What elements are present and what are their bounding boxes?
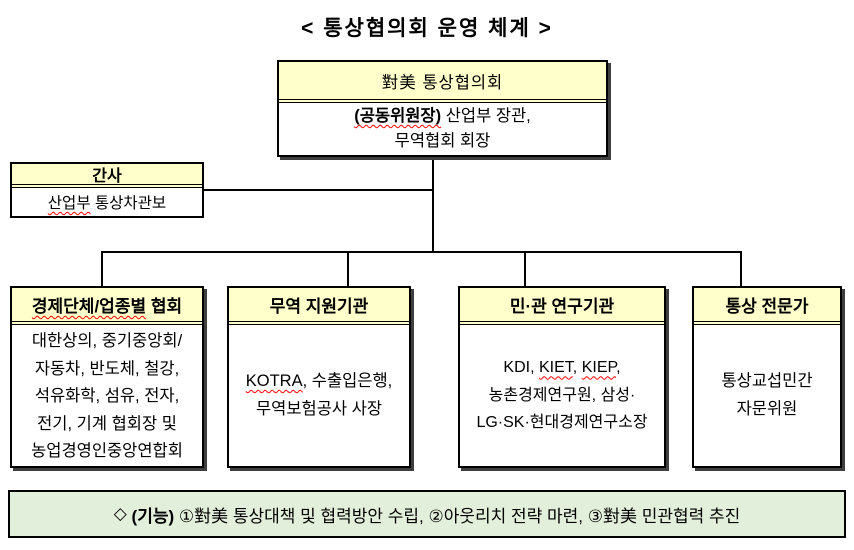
connector-drop-research: [524, 251, 526, 286]
chair-members: 산업부 장관,: [445, 107, 531, 125]
secretary-ministry: 산업부: [47, 195, 91, 212]
economy-header-part1: 경제단체/업종별: [31, 297, 147, 316]
top-committee-chair-line2: 무역협회 회장: [394, 132, 491, 150]
research-line: KDI, KIET, KIEP,: [460, 354, 664, 382]
top-committee-chair-line: (공동위원장) 산업부 장관,: [279, 104, 606, 129]
secretary-body-line: 산업부 통상차관보: [48, 191, 166, 213]
research-comma2: ,: [616, 359, 621, 377]
research-kiet: KIET: [539, 359, 573, 377]
trade-experts-body: 통상교섭민간 자문위원: [694, 325, 840, 466]
trade-line: KOTRA, 수출입은행,: [229, 368, 409, 396]
economy-line: 자동차, 반도체, 철강,: [34, 359, 180, 378]
chair-label: (공동위원장): [354, 107, 442, 125]
research-line: LG·SK·현대경제연구소장: [476, 414, 648, 432]
economy-line: 농업경영인중앙연합회: [31, 442, 183, 460]
expert-line: 통상교섭민간: [721, 372, 813, 390]
trade-support-box: 무역 지원기관 KOTRA, 수출입은행, 무역보험공사 사장: [227, 286, 411, 468]
top-committee-body: (공동위원장) 산업부 장관, 무역협회 회장: [279, 103, 606, 155]
research-kdi: KDI,: [503, 359, 535, 377]
economy-associations-body: 대한상의, 중기중앙회/ 자동차, 반도체, 철강, 석유화학, 섬유, 전자,…: [12, 325, 202, 466]
secretary-body: 산업부 통상차관보: [12, 188, 202, 216]
trade-experts-header: 통상 전문가: [694, 288, 840, 325]
research-line: 농촌경제연구원, 삼성·: [488, 386, 636, 404]
top-committee-box: 對美 통상협의회 (공동위원장) 산업부 장관, 무역협회 회장: [277, 60, 608, 157]
secretary-title-text: 통상차관보: [94, 195, 167, 212]
diamond-icon: ◇: [113, 504, 127, 523]
functions-text: ①對美 통상대책 및 협력방안 수립, ②아웃리치 전략 마련, ③對美 민관협…: [178, 506, 741, 526]
connector-drop-trade: [347, 251, 349, 286]
secretary-header: 간사: [12, 164, 202, 188]
economy-line: 전기, 기계 협회장 및: [37, 414, 177, 433]
economy-header-part2: 협회: [150, 297, 183, 316]
top-committee-header: 對美 통상협의회: [279, 62, 606, 103]
economy-associations-box: 경제단체/업종별 협회 대한상의, 중기중앙회/ 자동차, 반도체, 철강, 석…: [10, 286, 204, 468]
connector-drop-economy: [101, 251, 103, 286]
connector-top-vertical: [432, 157, 434, 253]
trade-line: 무역보험공사 사장: [255, 399, 383, 418]
economy-line: 대한상의, 중기중앙회/: [31, 332, 183, 350]
page-title: < 통상협의회 운영 체계 >: [301, 17, 553, 40]
functions-label: (기능): [131, 506, 175, 526]
trade-experts-box: 통상 전문가 통상교섭민간 자문위원: [692, 286, 842, 468]
connector-main-horizontal: [101, 251, 742, 253]
connector-drop-expert: [740, 251, 742, 286]
trade-support-header: 무역 지원기관: [229, 288, 409, 325]
expert-line: 자문위원: [736, 399, 798, 418]
connector-secretary-horizontal: [204, 189, 433, 191]
economy-line: 석유화학, 섬유, 전자,: [34, 387, 180, 405]
trade-support-body: KOTRA, 수출입은행, 무역보험공사 사장: [229, 325, 409, 466]
research-kiep: KIEP: [581, 359, 617, 377]
research-comma1: ,: [572, 359, 578, 377]
secretary-box: 간사 산업부 통상차관보: [10, 162, 204, 218]
trade-line1-rest: , 수출입은행,: [302, 372, 393, 390]
functions-bar: ◇ (기능) ①對美 통상대책 및 협력방안 수립, ②아웃리치 전략 마련, …: [8, 490, 846, 538]
economy-associations-header: 경제단체/업종별 협회: [12, 288, 202, 325]
trade-kotra: KOTRA: [245, 372, 303, 390]
research-institutes-body: KDI, KIET, KIEP, 농촌경제연구원, 삼성· LG·SK·현대경제…: [460, 325, 664, 466]
research-institutes-box: 민·관 연구기관 KDI, KIET, KIEP, 농촌경제연구원, 삼성· L…: [458, 286, 666, 468]
research-institutes-header: 민·관 연구기관: [460, 288, 664, 325]
